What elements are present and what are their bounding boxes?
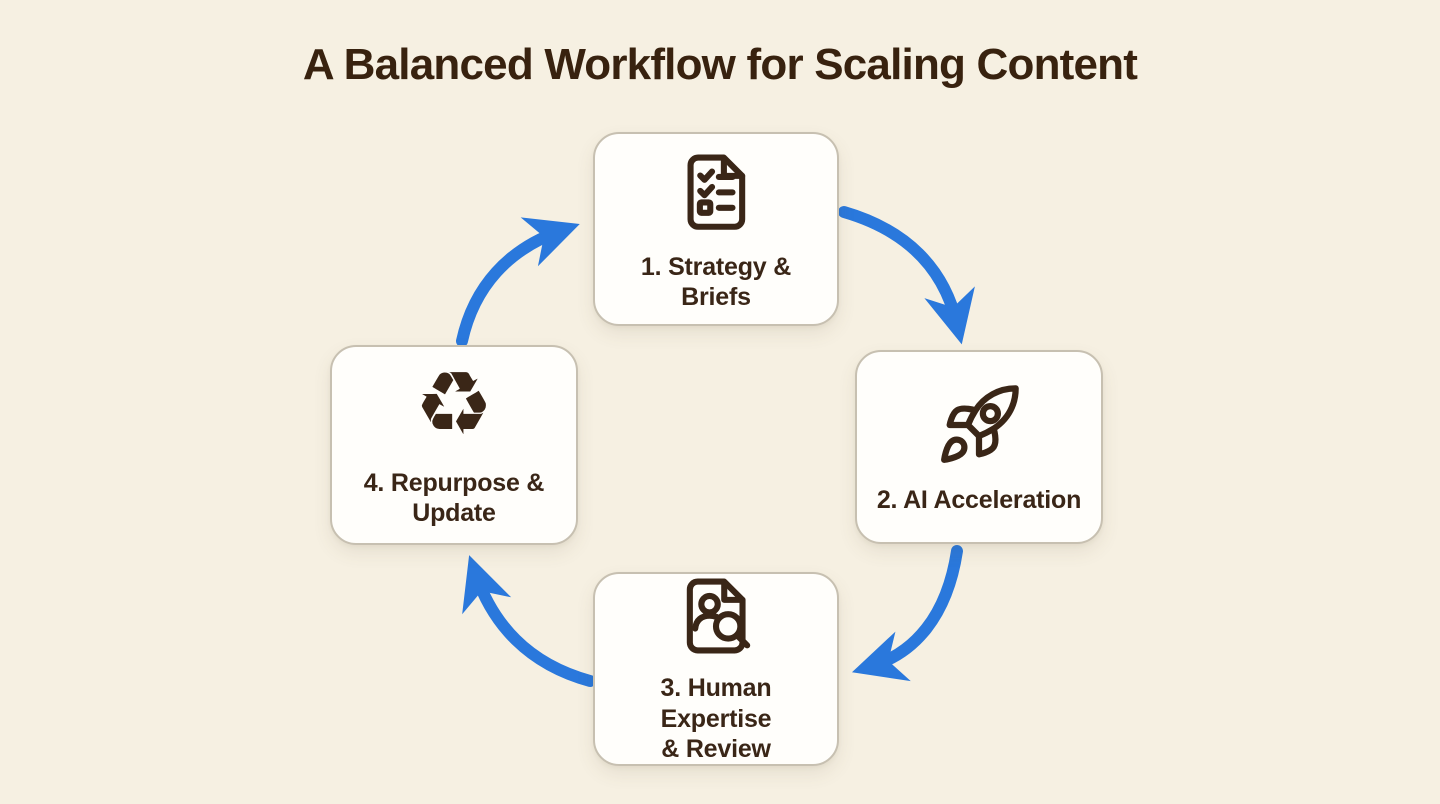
document-person-magnifier-icon	[673, 573, 759, 659]
recycle-glyph: ♻	[414, 351, 494, 455]
checklist-document-icon	[673, 146, 759, 238]
step-label-3-line-2: & Review	[661, 735, 771, 764]
page-title: A Balanced Workflow for Scaling Content	[302, 40, 1138, 89]
step-label-1-line-2: Briefs	[681, 283, 751, 311]
step-label-4-line-1: 4. Repurpose &	[363, 468, 545, 497]
step-label-3: 3. Human Expertise & Review	[603, 673, 829, 765]
step-card-human-expertise-review: 3. Human Expertise & Review	[593, 572, 839, 766]
step-label-4: 4. Repurpose & Update	[364, 468, 545, 529]
step-label-1: 1. Strategy & Briefs	[641, 252, 791, 313]
step-label-2-line-1: 2. AI Acceleration	[876, 485, 1082, 514]
step-label-1-line-1: 1. Strategy &	[640, 252, 792, 281]
arrow-step1-to-step2	[838, 206, 975, 345]
step-label-4-line-2: Update	[412, 499, 496, 527]
step-card-ai-acceleration: 2. AI Acceleration	[855, 350, 1103, 544]
step-card-repurpose-update: ♻ 4. Repurpose & Update	[330, 345, 578, 545]
step-label-2: 2. AI Acceleration	[876, 485, 1082, 516]
arrow-step2-to-step3	[851, 545, 963, 682]
arrow-step4-to-step1	[456, 217, 580, 347]
rocket-icon	[935, 379, 1023, 471]
step-card-strategy-briefs: 1. Strategy & Briefs	[593, 132, 839, 326]
recycle-icon: ♻	[414, 351, 494, 455]
arrow-step3-to-step4	[462, 555, 596, 687]
step-label-3-line-1: 3. Human Expertise	[660, 674, 772, 733]
